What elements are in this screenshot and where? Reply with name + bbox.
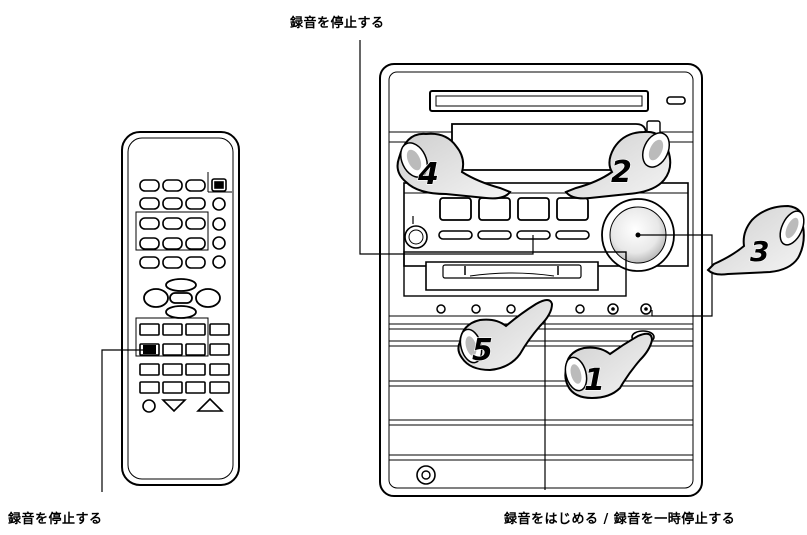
step-1-number: 1 — [584, 363, 605, 398]
label-start-pause-recording: 録音をはじめる / 録音を一時停止する — [504, 512, 736, 527]
step-4-number: 4 — [417, 157, 439, 192]
step-5-number: 5 — [472, 333, 493, 368]
step-4-hand: 4 — [396, 132, 512, 200]
remote-right-column — [211, 178, 227, 269]
remote-grid-lines — [135, 172, 232, 251]
step-5-hand: 5 — [457, 299, 554, 372]
step-3-hand: 3 — [706, 204, 805, 276]
leader-lines — [359, 40, 713, 490]
label-stop-recording-top: 録音を停止する — [290, 16, 385, 31]
step-2-hand: 2 — [564, 130, 672, 200]
remote-top-buttons — [139, 179, 206, 269]
remote-stop-button — [143, 345, 156, 354]
remote-control — [121, 131, 240, 486]
step-3-number: 3 — [750, 235, 769, 268]
step-2-number: 2 — [611, 155, 632, 190]
stereo-unit — [379, 63, 703, 497]
remote-lower-buttons — [139, 323, 230, 413]
leader-remote — [101, 349, 143, 492]
step-1-hand: 1 — [564, 332, 654, 400]
remote-nav-pad — [143, 278, 221, 319]
label-stop-recording-remote: 録音を停止する — [8, 512, 103, 527]
